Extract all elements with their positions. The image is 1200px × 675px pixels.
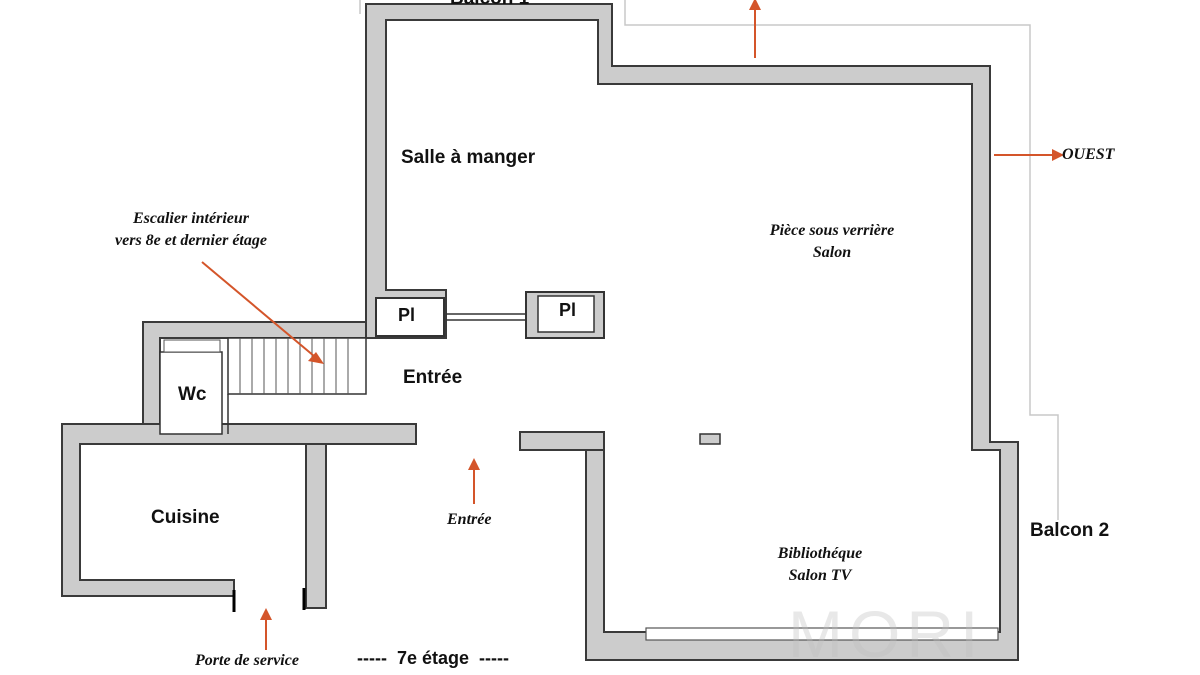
label-escalier: Escalier intérieur vers 8e et dernier ét… bbox=[115, 210, 267, 249]
label-cuisine: Cuisine bbox=[151, 507, 220, 528]
label-balcon-1: Balcon 1 bbox=[450, 0, 529, 10]
closet-right bbox=[537, 295, 595, 333]
stair-steps bbox=[239, 338, 349, 394]
watermark-logo: MORI bbox=[788, 597, 985, 671]
wall-main-outer bbox=[365, 3, 1019, 661]
label-wc: Wc bbox=[178, 384, 207, 405]
stair-block bbox=[227, 337, 367, 395]
wall-corridor-right bbox=[519, 431, 605, 451]
label-entree-room: Entrée bbox=[403, 367, 463, 388]
wall-corridor-service bbox=[305, 443, 327, 609]
balcony-outline-top bbox=[624, 0, 1059, 520]
label-piece-salon: Pièce sous verrière Salon bbox=[769, 222, 895, 261]
arrow-escalier bbox=[201, 261, 324, 364]
label-closet-right: Pl bbox=[559, 300, 577, 320]
label-bibliotheque: Bibliothéque Salon TV bbox=[777, 545, 863, 584]
label-balcon-2: Balcon 2 bbox=[1030, 520, 1110, 541]
wc-fixture bbox=[163, 339, 221, 353]
wall-cuisine bbox=[61, 423, 417, 597]
arrow-entree bbox=[468, 458, 480, 504]
label-floor: ----- 7e étage ----- bbox=[357, 648, 509, 668]
label-porte-service: Porte de service bbox=[195, 652, 299, 669]
arrow-service bbox=[260, 608, 272, 650]
pillar bbox=[699, 433, 721, 445]
library-shelf bbox=[645, 627, 999, 641]
label-entree-arrow: Entrée bbox=[447, 511, 492, 528]
label-salle-a-manger: Salle à manger bbox=[401, 147, 536, 168]
arrow-ouest bbox=[994, 149, 1064, 161]
label-closet-left: Pl bbox=[398, 305, 416, 325]
closet-left bbox=[375, 297, 445, 337]
arrow-north bbox=[749, 0, 761, 58]
wc-room bbox=[159, 351, 223, 435]
label-ouest: OUEST bbox=[1062, 146, 1115, 163]
